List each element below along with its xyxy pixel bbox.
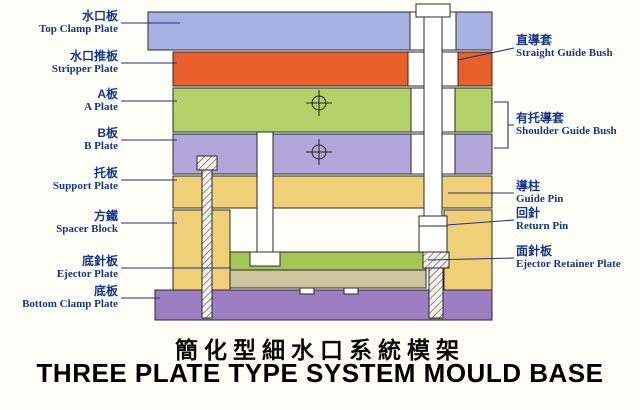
label-ejector-plate-en: Ejector Plate <box>56 268 118 280</box>
left-screw-head <box>196 155 218 171</box>
screw-symbol-lower <box>306 139 332 165</box>
label-return-pin-zh: 回針 <box>516 206 541 220</box>
support-pillar <box>249 131 281 267</box>
label-ejector-retainer-plate-en: Ejector Retainer Plate <box>516 258 621 270</box>
stop-pin <box>343 287 359 295</box>
label-bottom-clamp-plate-zh: 底板 <box>93 284 118 298</box>
support-pillar-flange <box>249 251 281 267</box>
leader-lines <box>121 22 515 299</box>
label-shoulder-guide-bush-en: Shoulder Guide Bush <box>516 125 617 137</box>
label-top-clamp-plate-en: Top Clamp Plate <box>38 23 118 35</box>
label-spacer-block: 方鐵 Spacer Block <box>0 209 118 236</box>
label-support-plate-zh: 托板 <box>93 166 118 180</box>
label-stripper-plate-zh: 水口推板 <box>69 49 118 63</box>
screw-symbol-upper <box>306 90 332 116</box>
label-shoulder-guide-bush-zh: 有托導套 <box>516 111 565 125</box>
label-ejector-plate-zh: 底針板 <box>81 254 118 268</box>
label-spacer-block-en: Spacer Block <box>56 223 118 235</box>
label-ejector-plate: 底針板 Ejector Plate <box>0 254 118 281</box>
label-spacer-block-zh: 方鐵 <box>93 209 118 223</box>
label-b-plate-en: B Plate <box>84 140 118 152</box>
support-plate <box>172 175 493 209</box>
label-a-plate: A板 A Plate <box>0 87 118 114</box>
label-stripper-plate: 水口推板 Stripper Plate <box>0 49 118 76</box>
leader-shoulder-guide-bush-bracket <box>494 101 514 149</box>
ejector-plate <box>229 269 427 289</box>
return-pin-collar <box>418 215 448 253</box>
label-ejector-retainer-plate-zh: 面針板 <box>516 244 553 258</box>
label-guide-pin-zh: 導柱 <box>516 179 541 193</box>
label-b-plate-zh: B板 <box>97 126 118 140</box>
label-guide-pin: 導柱 Guide Pin <box>516 179 640 206</box>
screw-symbols <box>306 90 332 165</box>
label-stripper-plate-en: Stripper Plate <box>51 63 118 75</box>
label-straight-guide-bush: 直導套 Straight Guide Bush <box>516 33 640 60</box>
label-b-plate: B板 B Plate <box>0 126 118 153</box>
left-screw <box>196 155 218 319</box>
label-top-clamp-plate-zh: 水口板 <box>81 9 118 23</box>
bottom-bolt-shaft <box>428 267 444 319</box>
label-support-plate-en: Support Plate <box>52 180 118 192</box>
title-chinese: 簡化型細水口系統模架 <box>175 337 465 363</box>
label-guide-pin-en: Guide Pin <box>516 193 564 205</box>
leader-ejector-retainer-plate <box>427 257 515 261</box>
label-bottom-clamp-plate-en: Bottom Clamp Plate <box>22 298 118 310</box>
guide-pin-shaft <box>423 15 443 217</box>
label-straight-guide-bush-en: Straight Guide Bush <box>516 47 613 59</box>
guide-pin-head <box>415 3 451 18</box>
title-english: THREE PLATE TYPE SYSTEM MOULD BASE <box>36 358 604 388</box>
leader-return-pin <box>446 219 515 226</box>
label-a-plate-en: A Plate <box>84 101 118 113</box>
label-return-pin-en: Return Pin <box>516 220 569 232</box>
support-pillar-shaft <box>256 131 274 253</box>
label-support-plate: 托板 Support Plate <box>0 166 118 193</box>
label-shoulder-guide-bush: 有托導套 Shoulder Guide Bush <box>516 111 640 138</box>
guide-pin <box>415 3 451 253</box>
label-straight-guide-bush-zh: 直導套 <box>516 33 553 47</box>
label-bottom-clamp-plate: 底板 Bottom Clamp Plate <box>0 284 118 311</box>
left-screw-shaft <box>201 169 213 319</box>
label-a-plate-zh: A板 <box>97 87 118 101</box>
label-top-clamp-plate: 水口板 Top Clamp Plate <box>0 9 118 36</box>
leader-straight-guide-bush <box>457 47 515 61</box>
stop-pins <box>299 287 359 295</box>
label-ejector-retainer-plate: 面針板 Ejector Retainer Plate <box>516 244 640 271</box>
label-return-pin: 回針 Return Pin <box>516 206 640 233</box>
stop-pin <box>299 287 315 295</box>
bottom-bolt <box>422 251 450 319</box>
